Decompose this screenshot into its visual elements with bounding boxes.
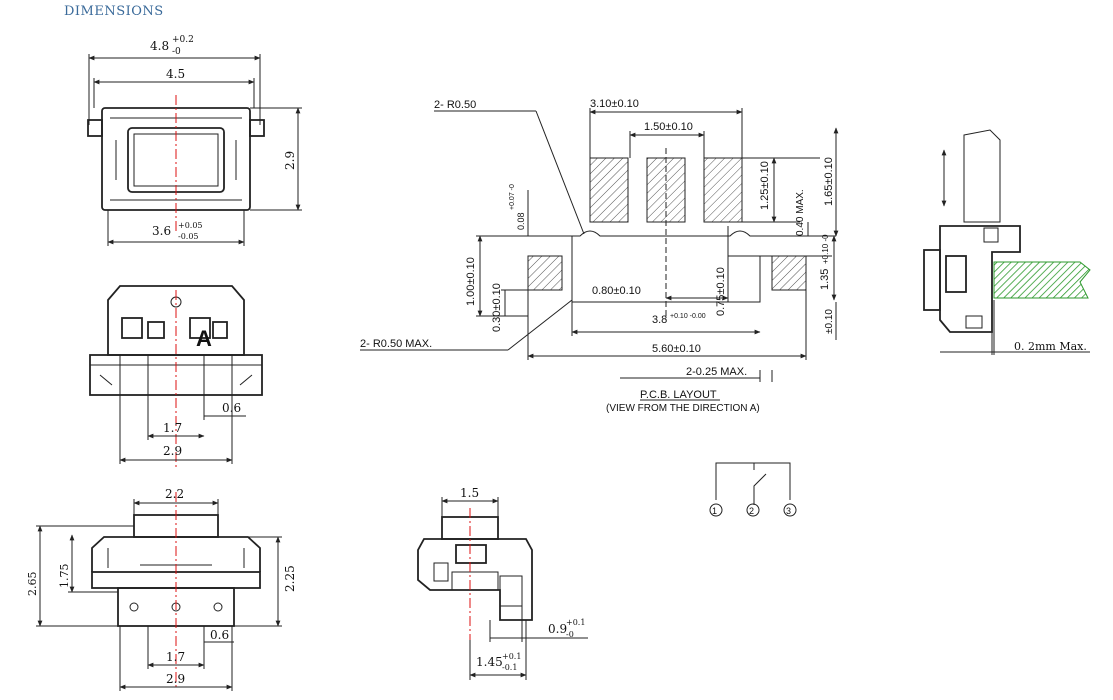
pcb-pad-height: 1.25±0.10 bbox=[759, 161, 771, 210]
bottom-outer: 2.9 bbox=[163, 444, 182, 458]
front-pitch: 1.7 bbox=[166, 650, 185, 664]
side-lead: 0.9 bbox=[548, 622, 567, 636]
bottom-pitch: 1.7 bbox=[163, 421, 182, 435]
pcb-inner-span: 3.8 bbox=[652, 314, 667, 326]
pcb-right-height-tol: +0.10 -0 bbox=[821, 234, 830, 264]
bottom-letter: A bbox=[196, 326, 212, 351]
top-width-overall-tol-minus: -0 bbox=[172, 47, 181, 57]
side-lead-tol-plus: +0.1 bbox=[566, 618, 585, 627]
front-pin-width: 0.6 bbox=[210, 628, 229, 642]
bottom-view: A 0.6 1.7 2.9 bbox=[89, 285, 263, 470]
top-view: 4.8 +0.2 -0 4.5 2.9 3.6 +0.05 -0.05 bbox=[87, 35, 302, 246]
front-top-width: 2.2 bbox=[165, 487, 184, 501]
pcb-pad-pitch: 1.50±0.10 bbox=[644, 121, 693, 133]
pcb-pad-gap-max: 0.40 MAX. bbox=[795, 189, 806, 236]
side-base: 1.45 bbox=[476, 655, 503, 669]
pcb-center-pad-width: 0.80±0.10 bbox=[592, 285, 641, 297]
top-width-base-tol-minus: -0.05 bbox=[178, 232, 199, 241]
side-base-tol-plus: +0.1 bbox=[502, 652, 521, 661]
pcb-caption-sub: (VIEW FROM THE DIRECTION A) bbox=[606, 403, 760, 414]
top-width-overall: 4.8 bbox=[150, 39, 169, 53]
pcb-corner: 2-0.25 MAX. bbox=[686, 366, 747, 378]
pcb-radius-bottom: 2- R0.50 MAX. bbox=[360, 338, 432, 350]
front-height-body: 2.25 bbox=[283, 565, 297, 592]
schematic-pin-1: 1 bbox=[712, 506, 717, 516]
mounting-view: 0. 2mm Max. bbox=[923, 129, 1091, 355]
pcb-side-pad-height: 1.00±0.10 bbox=[465, 257, 477, 306]
pcb-total-height: 1.65±0.10 bbox=[823, 157, 835, 206]
page-title: DIMENSIONS bbox=[64, 4, 164, 19]
pcb-outer-span: 5.60±0.10 bbox=[652, 343, 701, 355]
top-height: 2.9 bbox=[283, 151, 297, 170]
side-base-tol-minus: -0.1 bbox=[502, 663, 517, 672]
pcb-radius-top: 2- R0.50 bbox=[434, 99, 476, 111]
pcb-right-small: ±0.10 bbox=[824, 309, 835, 334]
top-width-base: 3.6 bbox=[152, 224, 171, 238]
front-height-actuator: 1.75 bbox=[58, 564, 71, 589]
schematic-pin-2: 2 bbox=[749, 506, 754, 516]
pcb-offset-top-tol: +0.07 -0 bbox=[509, 184, 516, 210]
front-outer: 2.9 bbox=[166, 672, 185, 686]
schematic-pin-3: 3 bbox=[786, 506, 791, 516]
pcb-offset-top: 0.08 bbox=[516, 212, 526, 230]
top-width-base-tol-plus: +0.05 bbox=[178, 221, 203, 230]
pcb-side-pad-offset: 0.30±0.10 bbox=[491, 283, 503, 332]
pcb-center-depth: 0.75±0.10 bbox=[715, 267, 727, 316]
pcb-caption: P.C.B. LAYOUT bbox=[640, 389, 717, 401]
switch-schematic: 1 2 3 bbox=[709, 462, 797, 517]
top-width-body: 4.5 bbox=[166, 67, 185, 81]
pcb-pad-span-text: 3.10±0.10 bbox=[590, 98, 639, 110]
pcb-right-height: 1.35 bbox=[819, 269, 831, 290]
front-view: 2.2 2.65 1.75 2.25 0.6 1.7 2.9 bbox=[26, 487, 297, 691]
side-view: 1.5 0.9 +0.1 -0 1.45 +0.1 -0.1 bbox=[417, 486, 588, 680]
side-lead-tol-minus: -0 bbox=[566, 630, 574, 639]
front-height-total: 2.65 bbox=[26, 572, 39, 597]
pcb-layout: 2- R0.50 3.10±0.10 1.50±0.10 1.25±0.10 0… bbox=[360, 98, 839, 414]
side-top-width: 1.5 bbox=[460, 486, 479, 500]
mounting-clearance: 0. 2mm Max. bbox=[1014, 340, 1087, 353]
pcb-inner-span-tol: +0.10 -0.00 bbox=[670, 313, 706, 320]
top-width-overall-tol-plus: +0.2 bbox=[172, 35, 194, 45]
